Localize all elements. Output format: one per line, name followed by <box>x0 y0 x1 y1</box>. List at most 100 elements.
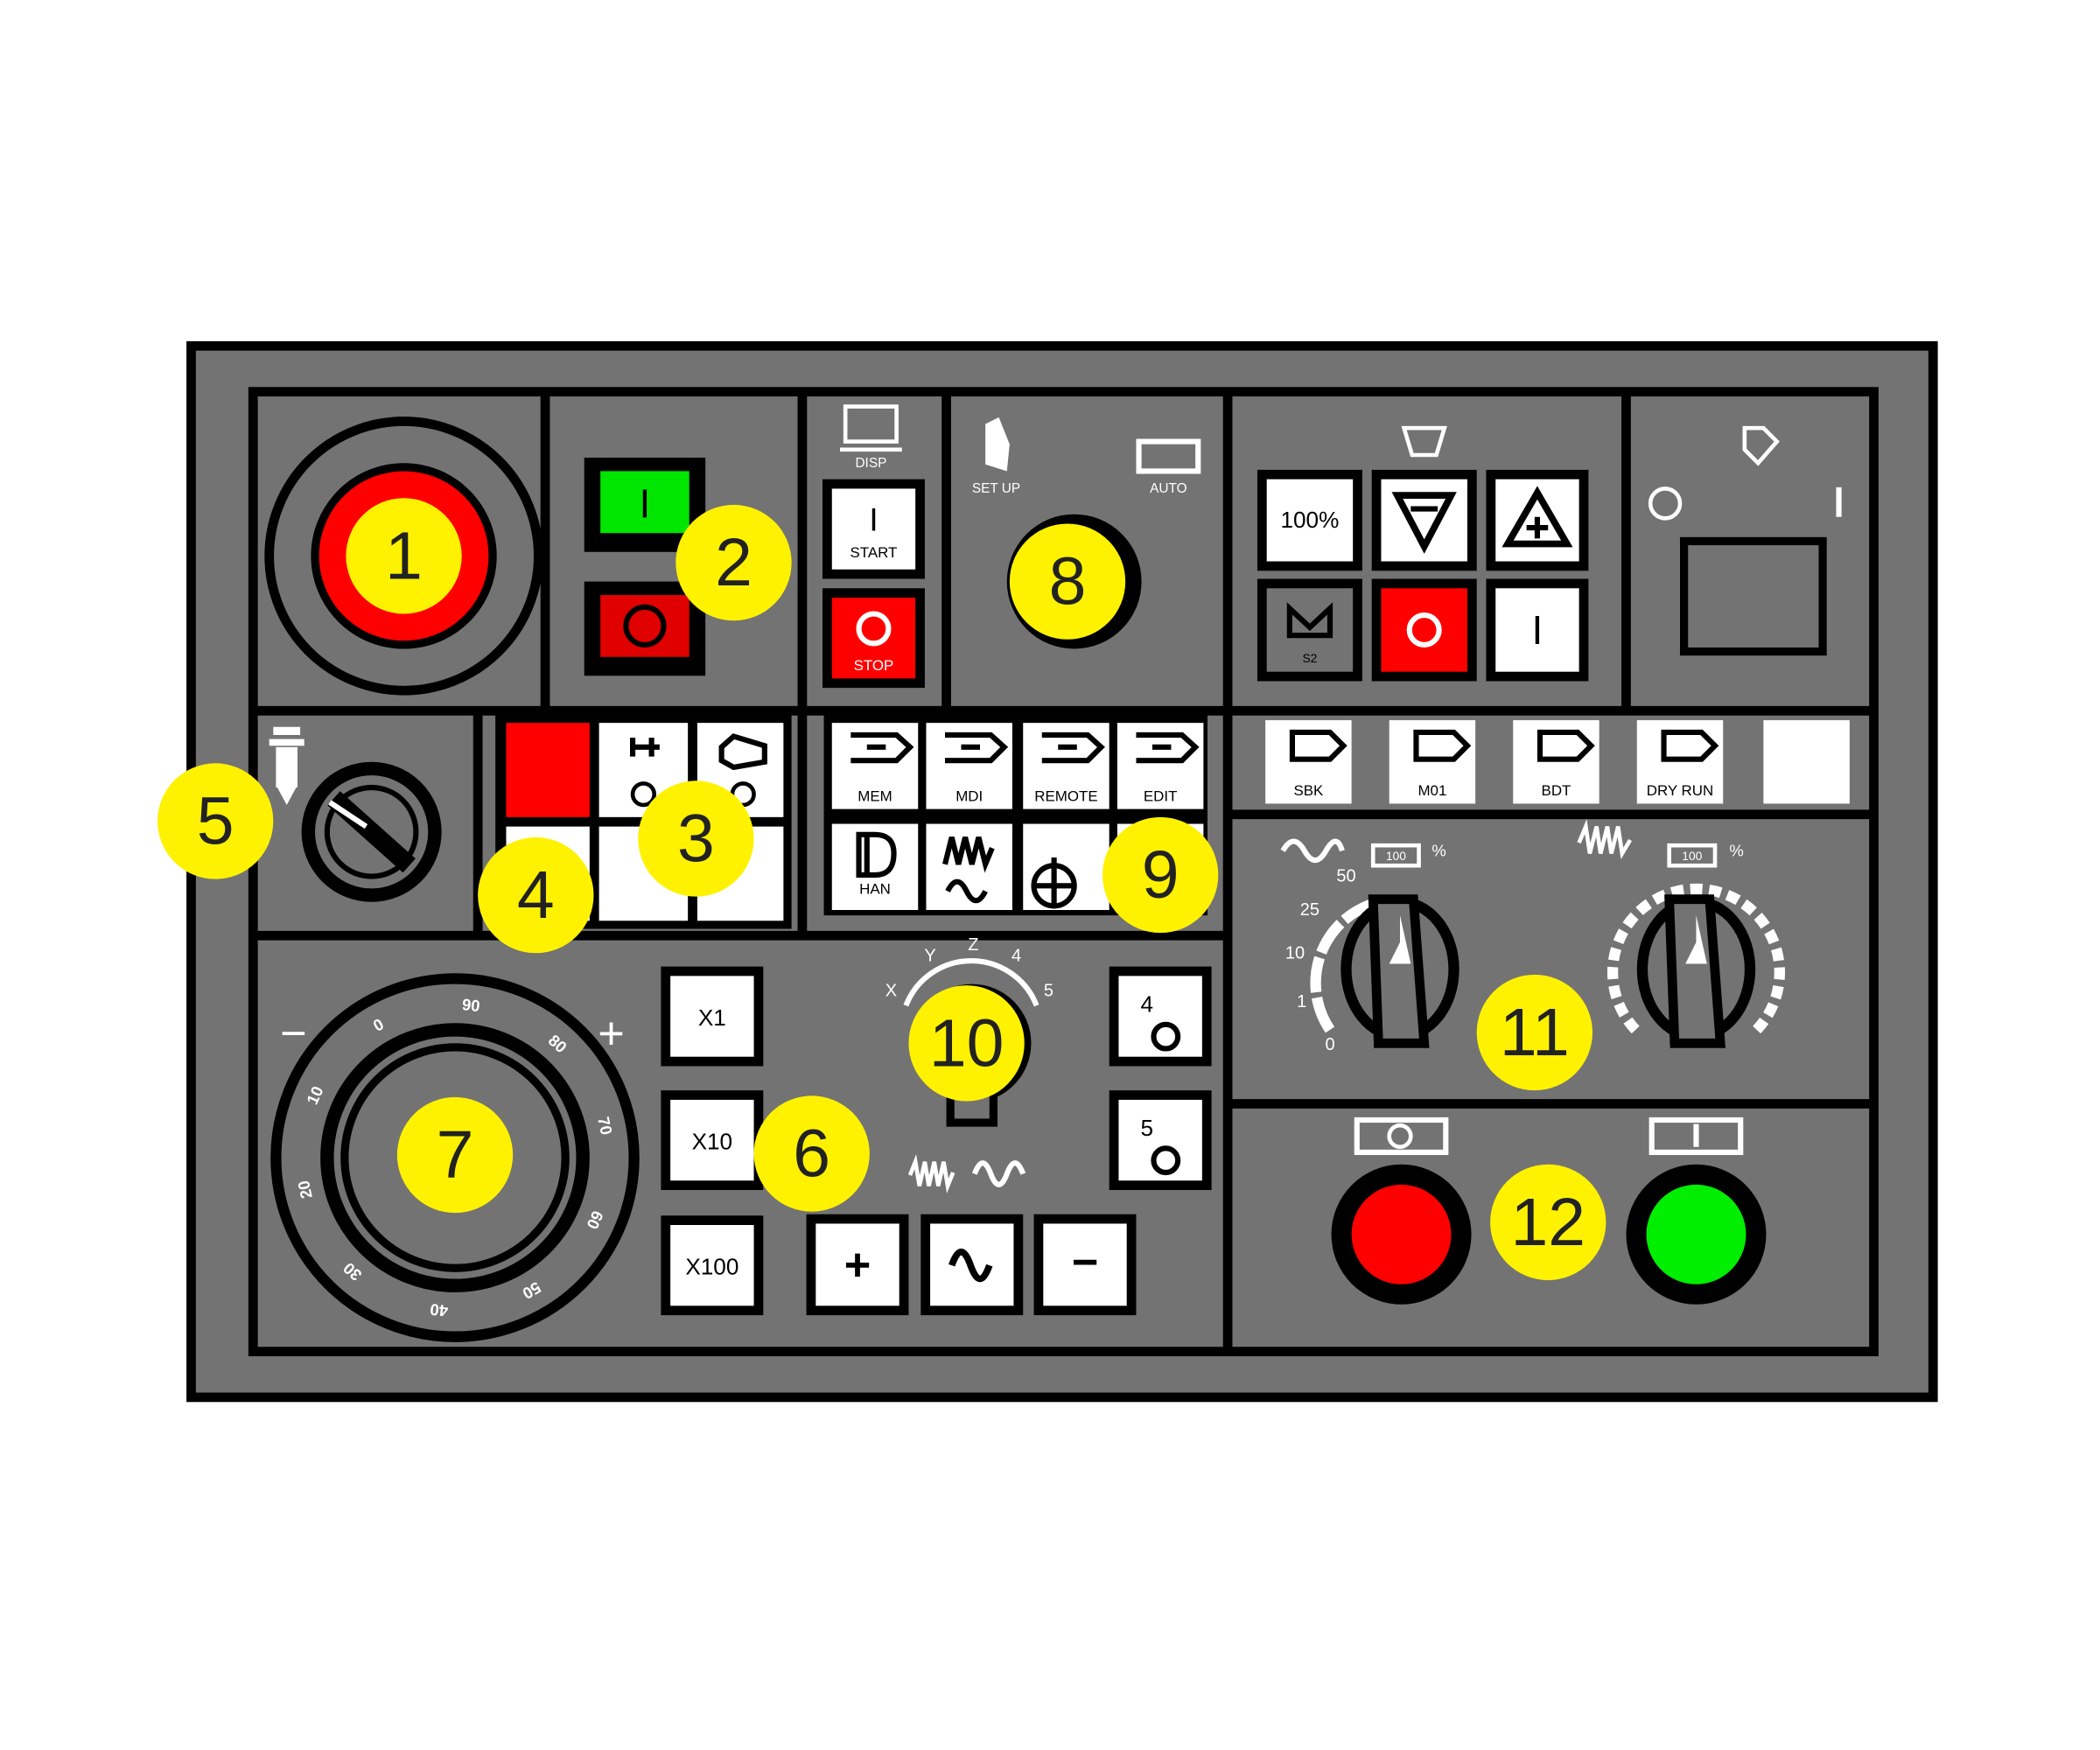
program-icon <box>1536 729 1595 762</box>
key-switch[interactable] <box>1680 536 1827 656</box>
off-symbol-icon <box>1648 486 1683 521</box>
cycle-start-green-button[interactable] <box>1626 1164 1767 1305</box>
axis-label: 5 <box>1044 981 1054 1000</box>
handwheel[interactable] <box>270 973 640 1342</box>
svg-text:AUTO: AUTO <box>1150 481 1186 496</box>
jog-plus-button[interactable]: + <box>806 1214 909 1316</box>
svg-text:2: 2 <box>715 525 752 600</box>
wave-icon <box>948 1248 993 1283</box>
program-button-sbk[interactable]: SBK <box>1265 720 1352 804</box>
svg-text:STOP: STOP <box>854 657 894 674</box>
mode-button-mem[interactable]: MEM <box>831 723 919 809</box>
feed-tick-label: 25 <box>1300 900 1320 920</box>
override-increase-button[interactable] <box>1486 469 1589 571</box>
svg-text:+: + <box>844 1240 872 1291</box>
callout-badge-4: 4 <box>478 836 594 954</box>
mode-button-extra-5[interactable] <box>926 823 1012 910</box>
red-function-button[interactable] <box>506 723 590 817</box>
svg-text:%: % <box>1729 841 1743 859</box>
triangle-minus-icon <box>1391 492 1457 554</box>
axis-label: 4 <box>1012 946 1021 965</box>
step-button-x100[interactable]: X100 <box>661 1215 764 1316</box>
feed-tick-label: 50 <box>1336 867 1355 886</box>
svg-text:10: 10 <box>929 1005 1004 1081</box>
s2-button[interactable]: S2 <box>1256 578 1362 682</box>
svg-text:I: I <box>1532 607 1544 653</box>
axis-button-4[interactable]: 4 <box>1109 966 1212 1067</box>
coolant-icon <box>630 738 660 757</box>
program-button-blank[interactable] <box>1763 720 1850 804</box>
feed-hold-button[interactable] <box>1331 1164 1472 1305</box>
callout-badge-11: 11 <box>1476 974 1592 1091</box>
svg-text:SET UP: SET UP <box>972 481 1020 496</box>
power-off-button[interactable] <box>584 581 706 676</box>
svg-text:4: 4 <box>1140 991 1153 1018</box>
mode-button-extra-6[interactable] <box>1023 823 1110 910</box>
svg-text:9: 9 <box>1142 837 1180 913</box>
override-decrease-button[interactable] <box>1371 469 1477 571</box>
axis-label: X <box>886 981 897 1000</box>
edit-icon <box>1136 732 1200 764</box>
section-dividers <box>253 391 1879 1352</box>
svg-text:START: START <box>850 544 898 561</box>
feed-tick-label: 0 <box>1325 1035 1334 1054</box>
cycle-start-button[interactable]: I START <box>822 479 925 579</box>
spindle-icon <box>1401 425 1447 458</box>
off-icon <box>623 604 667 648</box>
override-reset-button[interactable]: 100% <box>1256 469 1362 571</box>
spindle-mode-icon <box>1286 602 1334 639</box>
svg-text:100%: 100% <box>1280 507 1339 533</box>
program-button-bdt[interactable]: BDT <box>1513 720 1600 804</box>
handwheel-tick-label: 40 <box>429 1300 449 1320</box>
callout-badge-7: 7 <box>396 1096 514 1214</box>
mode-button-mdi[interactable]: MDI <box>926 723 1012 809</box>
program-icon <box>1661 729 1719 762</box>
step-button-x1[interactable]: X1 <box>661 966 764 1067</box>
jog-minus-button[interactable]: − <box>1033 1214 1137 1316</box>
callout-badge-6: 6 <box>753 1096 870 1212</box>
axis-button-5[interactable]: 5 <box>1109 1090 1212 1190</box>
callout-badge-1: 1 <box>346 498 462 614</box>
program-button-dry-run[interactable]: DRY RUN <box>1636 720 1724 804</box>
feed-jog-icon <box>971 1160 1026 1187</box>
handle-icon <box>856 831 897 878</box>
conveyor-icon <box>718 733 767 771</box>
tool-release-knob[interactable] <box>301 761 442 902</box>
program-label: M01 <box>1418 782 1446 799</box>
feed-override-knob[interactable] <box>1340 894 1460 1048</box>
remote-icon <box>1041 732 1105 764</box>
feed-wave-icon <box>1280 838 1345 864</box>
cycle-stop-button[interactable]: STOP <box>822 588 925 689</box>
svg-text:X1: X1 <box>698 1004 726 1031</box>
svg-text:7: 7 <box>437 1117 474 1193</box>
handwheel-minus: − <box>280 1009 307 1060</box>
callout-badge-8: 8 <box>1009 523 1126 640</box>
feed-scale-arc <box>1310 900 1373 1033</box>
rapid-value-box <box>1667 843 1718 868</box>
svg-text:1: 1 <box>385 518 423 593</box>
mode-label: HAN <box>859 881 891 898</box>
disp-label: DISP <box>855 456 886 471</box>
mode-button-remote[interactable]: REMOTE <box>1023 723 1110 809</box>
svg-text:I: I <box>869 501 878 537</box>
rapid-jog-icon <box>907 1154 956 1194</box>
program-button-m01[interactable]: M01 <box>1389 720 1476 804</box>
program-button-row: SBK M01 BDT DRY RUN <box>1265 720 1850 804</box>
mode-button-han[interactable]: HAN <box>831 823 919 910</box>
stop-symbol-icon <box>1387 1123 1413 1150</box>
mode-button-edit[interactable]: EDIT <box>1116 723 1204 809</box>
handwheel-tick-label: 70 <box>594 1115 616 1136</box>
key-icon <box>1742 425 1780 466</box>
spindle-start-button[interactable]: I <box>1486 578 1589 682</box>
svg-text:S2: S2 <box>1302 651 1317 665</box>
rapid-override-knob[interactable] <box>1636 894 1756 1048</box>
spindle-stop-button[interactable] <box>1371 578 1477 682</box>
jog-feed-button[interactable] <box>920 1214 1024 1316</box>
tool-drill-icon <box>269 726 304 805</box>
program-icon <box>1289 729 1348 762</box>
callout-badge-2: 2 <box>676 504 792 621</box>
step-button-x10[interactable]: X10 <box>661 1090 764 1190</box>
